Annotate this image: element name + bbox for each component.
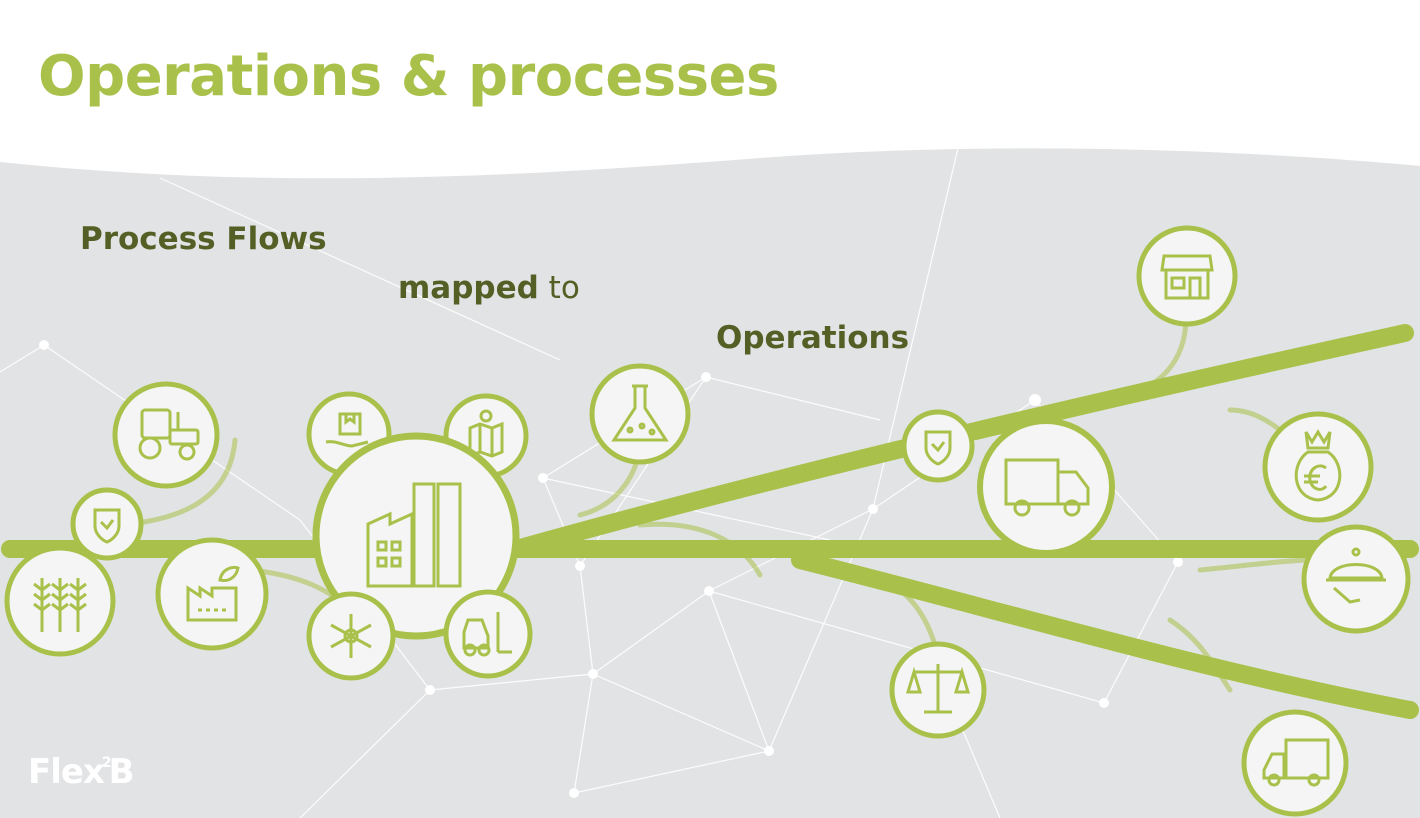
wheat-node [4,545,116,657]
map-pin-icon [468,409,504,459]
network-nodes [39,340,1183,798]
store-icon [1160,254,1214,300]
logo-suffix: B [108,752,135,792]
operations-label: Operations [716,320,909,356]
factory-icon [366,482,462,588]
mapped-to-label: mapped to [398,270,580,306]
cloche-node [1301,524,1411,634]
forklift-icon [462,612,512,657]
logo-superscript: 2 [101,754,112,771]
slide-title: Operations & processes [38,44,779,109]
tractor-node [112,381,220,489]
logo-prefix: Flex [28,752,105,792]
shield-icon [93,508,121,544]
factory-leaf-icon [186,565,240,622]
flask-node [589,363,691,465]
small-truck-icon [1262,738,1330,787]
operations-text: Operations [716,320,910,356]
process-flows-label: Process Flows [80,221,327,257]
tractor-icon [138,408,200,461]
serving-cloche-icon [1326,547,1386,604]
store-node [1136,225,1238,327]
shield-node-right [901,409,975,483]
small-truck-node [1241,709,1349,817]
forklift-node [443,589,533,679]
scales-node [889,641,987,739]
shield-icon [924,430,952,466]
to-text: to [538,270,580,306]
package-hand-icon [325,412,369,448]
flask-icon [611,384,669,442]
money-bag-euro-icon [1294,429,1342,502]
flex2b-logo: Flex2B [28,752,135,792]
shield-node-left [70,487,144,561]
mapped-text: mapped [398,270,539,306]
money-bag-node [1262,411,1374,523]
snowflake-icon [330,614,372,658]
factory-leaf-node [155,537,269,651]
wheat-icon [33,578,87,632]
process-flows-text: Process Flows [80,221,327,257]
scales-icon [905,664,971,714]
icon-nodes [4,225,1411,817]
snowflake-node [306,591,396,681]
delivery-truck-node [977,418,1115,556]
delivery-truck-icon [1004,458,1090,517]
factory-node [312,432,520,640]
